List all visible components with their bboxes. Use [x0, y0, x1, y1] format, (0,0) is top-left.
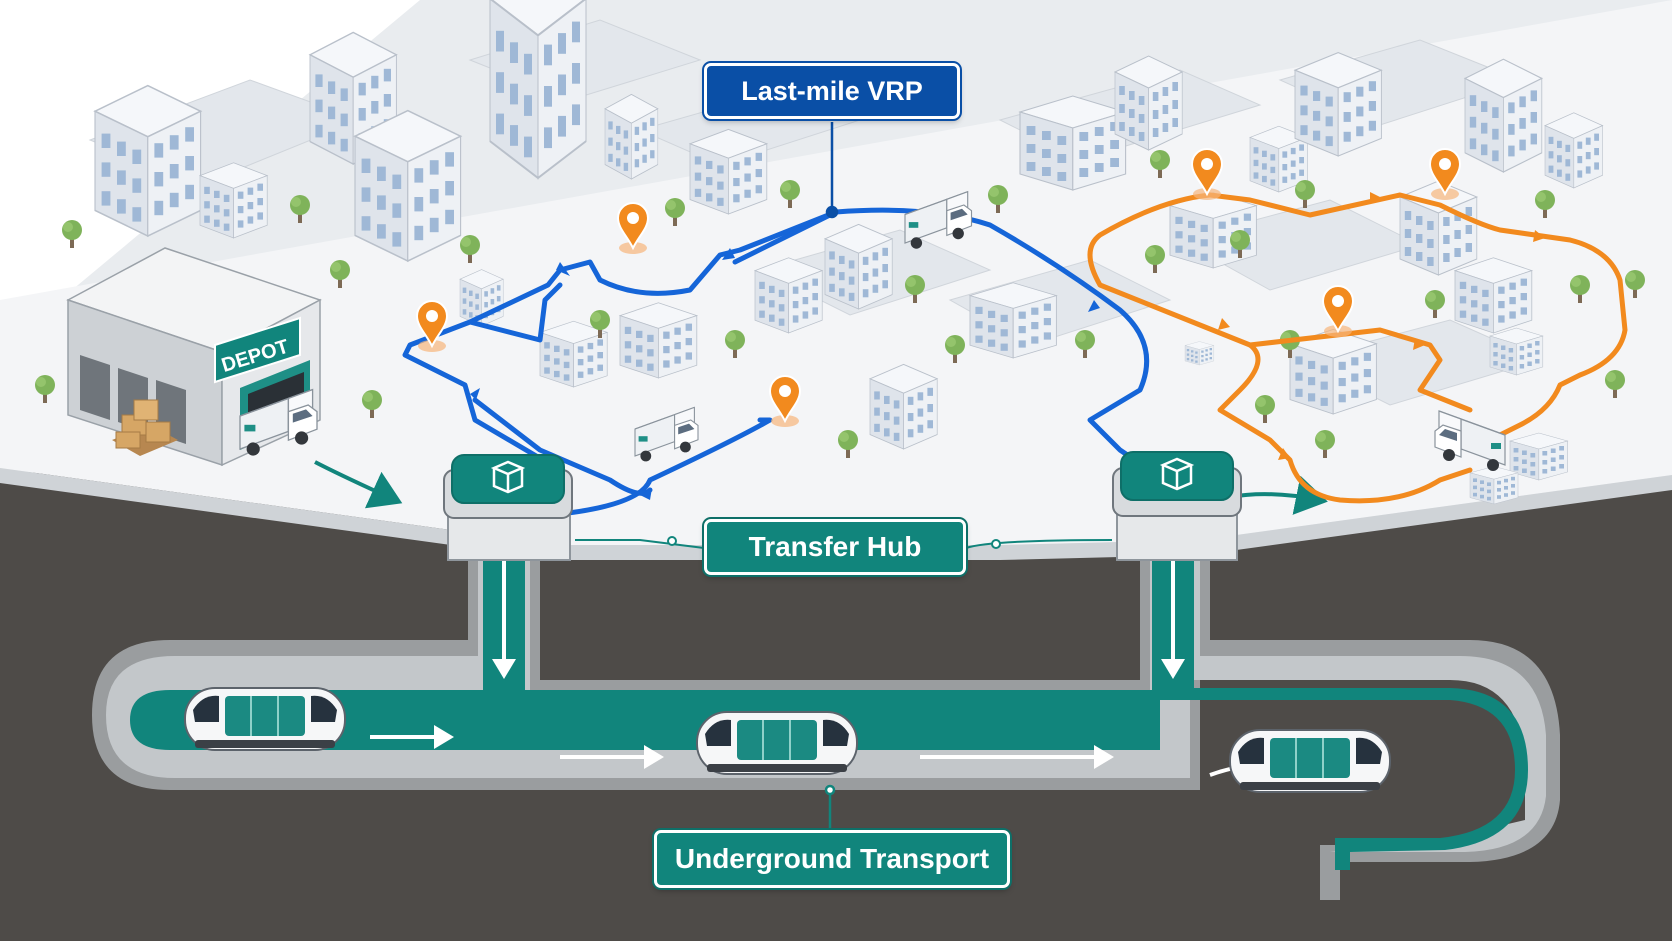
package-box-icon: [490, 460, 526, 494]
transport-pod-2: [696, 711, 858, 775]
transport-pod-3: [1229, 729, 1391, 793]
blue-vrp-route: [402, 207, 1163, 517]
underground-transport-label: Underground Transport: [654, 830, 1010, 888]
ut-leader-line: [824, 784, 836, 830]
last-mile-vrp-label: Last-mile VRP: [704, 63, 960, 119]
shaft-arrows: [492, 544, 1185, 679]
transfer-hub-left: [443, 454, 573, 561]
vrp-leader-line: [825, 122, 839, 219]
transfer-hub-right: [1112, 451, 1242, 561]
package-box-icon: [1159, 457, 1195, 491]
transfer-hub-label: Transfer Hub: [704, 519, 966, 575]
transport-pod-1: [184, 687, 346, 751]
orange-route: [1087, 192, 1628, 504]
cargo-boxes: [112, 399, 178, 456]
blue-route-arrows: [470, 248, 1100, 500]
hub-leader-line: [575, 536, 1113, 549]
orange-route-arrows: [1218, 192, 1545, 460]
